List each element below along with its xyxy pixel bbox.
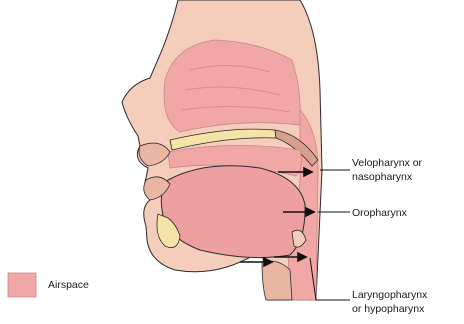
label-velopharynx-2: nasopharynx: [352, 171, 413, 183]
legend-label: Airspace: [48, 279, 89, 291]
nasal-cavity: [164, 40, 300, 132]
label-laryngopharynx-1: Laryngopharynx: [352, 289, 428, 301]
label-velopharynx-1: Velopharynx or: [352, 157, 423, 169]
label-oropharynx: Oropharynx: [352, 207, 408, 219]
legend-swatch: [8, 273, 36, 297]
label-laryngopharynx-2: or hypopharynx: [352, 303, 425, 315]
